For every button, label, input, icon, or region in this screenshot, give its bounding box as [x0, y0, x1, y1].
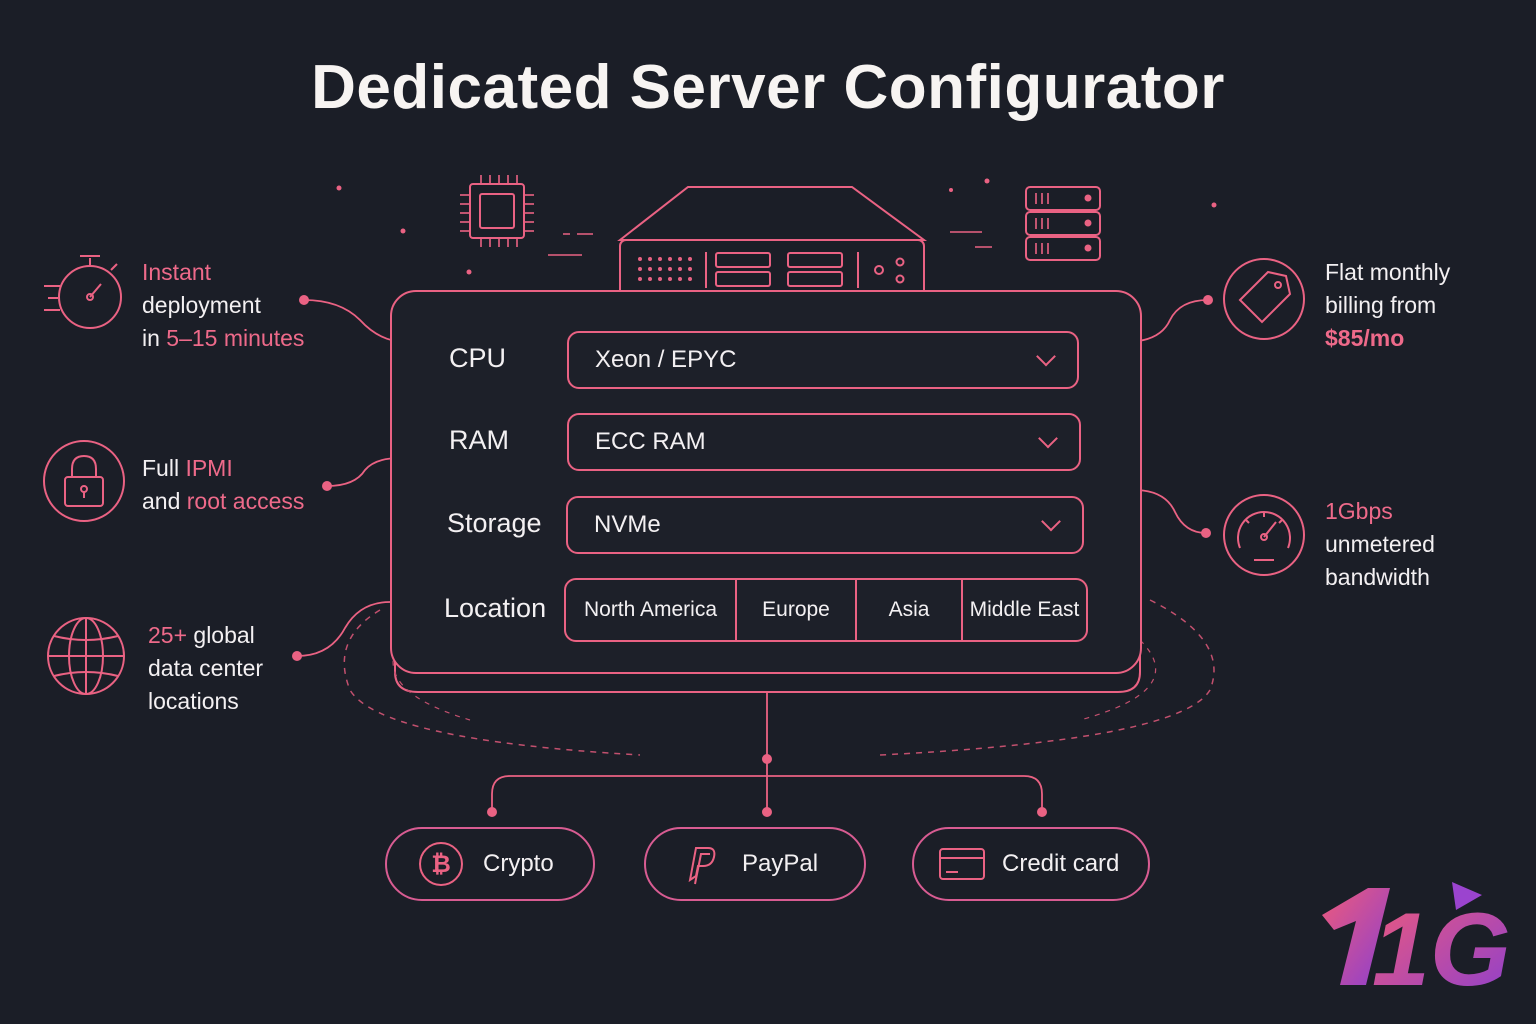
pay-crypto-label: Crypto — [483, 850, 554, 877]
svg-text:₿: ₿ — [431, 851, 451, 878]
page-title: Dedicated Server Configurator — [311, 53, 1225, 122]
location-option-asia[interactable]: Asia — [857, 580, 963, 640]
logo-text: 1G — [1372, 892, 1511, 1008]
location-option-europe[interactable]: Europe — [737, 580, 857, 640]
feature-bandwidth: 1Gbps unmetered bandwidth — [1325, 498, 1435, 590]
speedometer-icon — [1223, 494, 1305, 576]
rack-server-icon — [617, 186, 928, 299]
pay-paypal-label: PayPal — [742, 850, 819, 877]
ram-label: RAM — [449, 425, 509, 455]
feature-ipmi-root: Full IPMI and root access — [142, 455, 305, 514]
feature-flat-billing: Flat monthly billing from $85/mo — [1325, 259, 1451, 351]
brand-logo-1g: 1G — [1322, 882, 1511, 1008]
storage-select-value: NVMe — [594, 511, 661, 538]
configurator-panel — [390, 290, 1142, 674]
chevron-down-icon — [1041, 511, 1061, 532]
cpu-chip-icon — [460, 175, 534, 247]
cpu-select-value: Xeon / EPYC — [595, 346, 737, 373]
credit-card-icon — [939, 848, 985, 880]
location-label: Location — [444, 593, 547, 623]
chevron-down-icon — [1036, 346, 1056, 367]
paypal-icon — [688, 847, 716, 885]
ram-select-value: ECC RAM — [595, 428, 706, 455]
server-stack-icon — [1025, 186, 1101, 261]
location-segmented-control: North America Europe Asia Middle East — [564, 578, 1088, 642]
ram-select[interactable]: ECC RAM — [567, 413, 1081, 471]
stopwatch-icon — [44, 255, 122, 329]
pay-credit-card-button[interactable]: Credit card — [912, 827, 1150, 901]
pay-paypal-button[interactable]: PayPal — [644, 827, 866, 901]
bitcoin-icon: ₿ — [419, 842, 463, 886]
pay-credit-card-label: Credit card — [1002, 850, 1120, 877]
location-option-north-america[interactable]: North America — [566, 580, 737, 640]
storage-select[interactable]: NVMe — [566, 496, 1084, 554]
cpu-label: CPU — [449, 343, 507, 373]
globe-icon — [47, 617, 125, 695]
feature-instant-deployment: Instant deployment in 5–15 minutes — [142, 259, 305, 351]
chevron-down-icon — [1038, 428, 1058, 449]
pay-crypto-button[interactable]: ₿ Crypto — [385, 827, 595, 901]
storage-label: Storage — [447, 508, 542, 538]
padlock-icon — [43, 440, 125, 522]
location-option-middle-east[interactable]: Middle East — [969, 598, 1080, 621]
feature-global-locations: 25+ global data center locations — [148, 622, 264, 714]
cpu-select[interactable]: Xeon / EPYC — [567, 331, 1079, 389]
price-tag-icon — [1223, 258, 1305, 340]
